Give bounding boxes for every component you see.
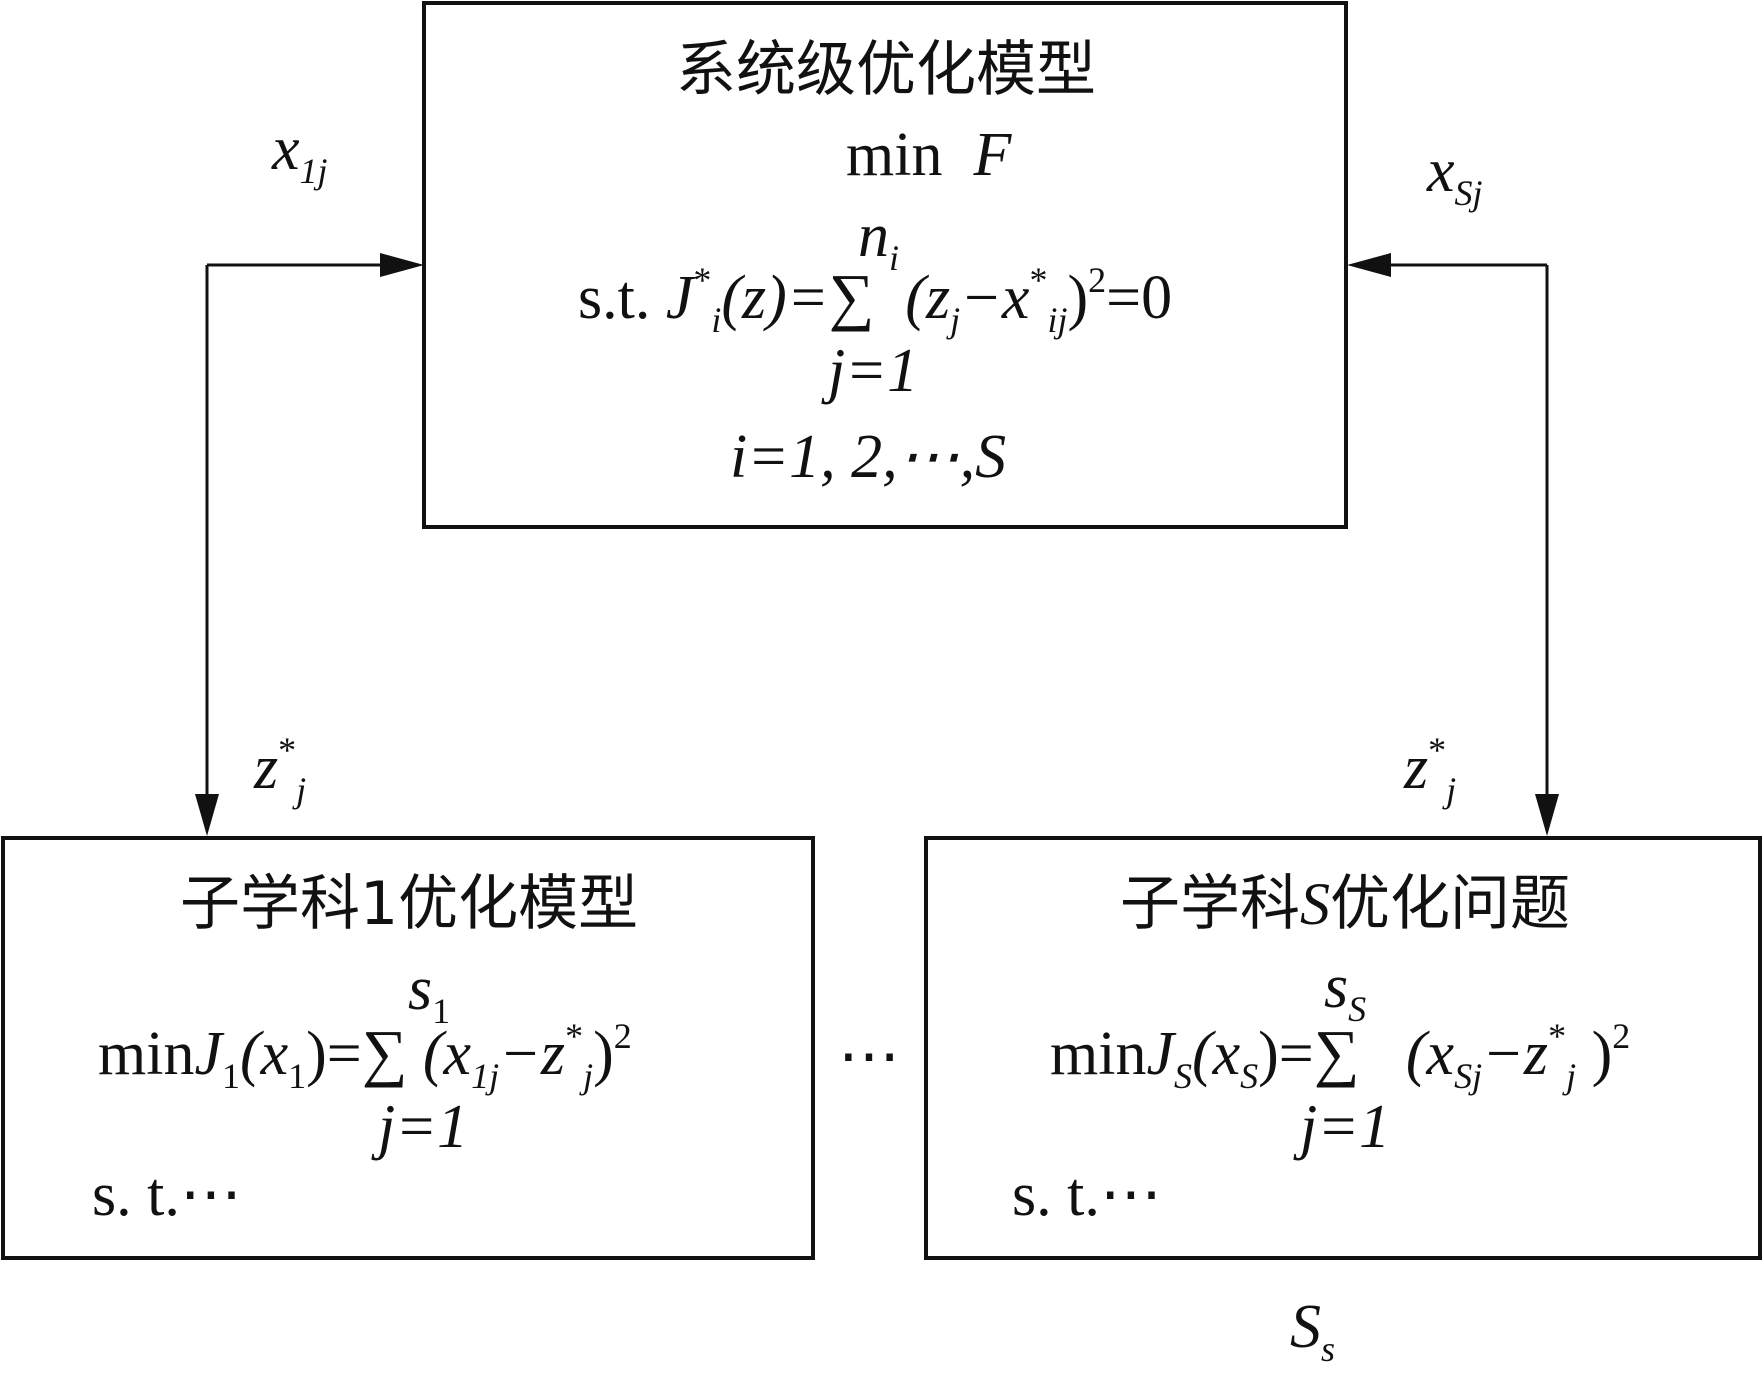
sub1-box-title: 子学科1优化模型: [180, 869, 639, 939]
system-index-range: i=1, 2,⋯,S: [730, 423, 1007, 491]
sub1-sum-symbol: ∑: [361, 1017, 408, 1088]
system-objective-var: F: [973, 121, 1012, 189]
system-objective-min: min: [846, 121, 943, 189]
system-sum-upper-limit: ni: [858, 202, 900, 278]
right-arrowhead-to-subS: [1535, 794, 1559, 836]
subS-sum-lower-limit: j=1: [1300, 1093, 1391, 1161]
subS-objective-equation: minJS(xS)=∑ (xSj−z*j )2: [1050, 1016, 1631, 1096]
system-sum-symbol: ∑: [828, 261, 875, 332]
sub1-sum-lower-limit: j=1: [378, 1093, 469, 1161]
subS-constraint: s. t.⋯: [1012, 1161, 1162, 1229]
right-up-label: xSj: [1427, 137, 1483, 213]
system-box-title: 系统级优化模型: [676, 35, 1096, 105]
sub1-constraint: s. t.⋯: [92, 1161, 242, 1229]
footer-label: Ss: [1290, 1293, 1336, 1369]
sub1-objective-equation: minJ1(x1)=∑ (x1j−z*j)2: [98, 1016, 632, 1096]
subS-sum-upper-limit: sS: [1324, 953, 1367, 1029]
subsystem-S-box: [924, 836, 1762, 1260]
system-constraint-equation: s.t. J*i(z)=∑ (zj−x*ij)2=0: [578, 260, 1173, 340]
system-objective: min F: [846, 124, 1011, 186]
right-down-label: z*j: [1404, 730, 1457, 810]
right-arrowhead-to-system: [1347, 253, 1391, 277]
sub1-sum-upper-limit: s1: [408, 955, 451, 1031]
left-up-label: x1j: [272, 115, 328, 191]
subS-sum-symbol: ∑: [1313, 1017, 1360, 1088]
left-down-label: z*j: [254, 730, 307, 810]
subS-box-title: 子学科S优化问题: [1120, 869, 1570, 939]
subsystem-1-box: [1, 836, 815, 1260]
left-arrowhead-to-sub1: [195, 794, 219, 836]
subsystems-ellipsis: ⋯: [838, 1023, 900, 1091]
left-arrowhead-to-system: [380, 253, 424, 277]
system-sum-lower-limit: j=1: [828, 337, 919, 405]
